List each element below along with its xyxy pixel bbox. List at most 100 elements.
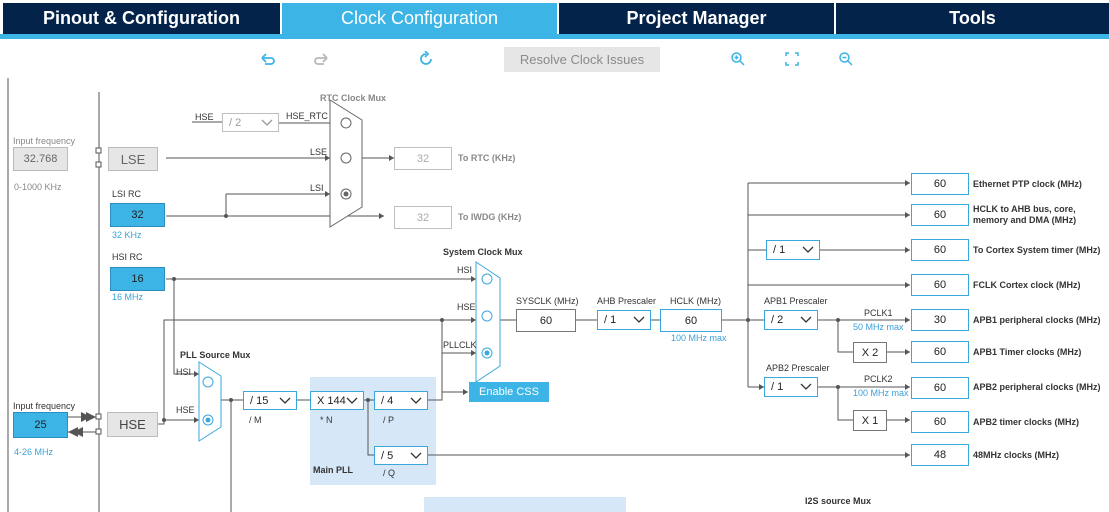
hclk-max-label: 100 MHz max (671, 333, 727, 343)
apb2-timer-clocks-label: APB2 timer clocks (MHz) (973, 417, 1080, 427)
cortex-divider-value: / 1 (773, 244, 786, 256)
apb2-peripheral-clocks-value[interactable]: 60 (911, 377, 969, 399)
hclk-ahb-label-line2: memory and DMA (MHz) (973, 215, 1077, 225)
apb1-prescaler-select[interactable]: / 2 (764, 310, 818, 330)
iwdg-output-label: To IWDG (KHz) (458, 212, 522, 222)
pll-m-divider-select[interactable]: / 15 (243, 391, 297, 410)
pll-p-label: / P (383, 415, 395, 425)
tab-pinout-configuration[interactable]: Pinout & Configuration (3, 3, 280, 34)
pclk2-label: PCLK2 (864, 374, 893, 384)
lsi-rc-value: 32 (110, 203, 165, 227)
apb1-prescaler-label: APB1 Prescaler (764, 296, 828, 306)
hclk-value[interactable]: 60 (660, 309, 722, 332)
chevron-down-icon (802, 246, 814, 253)
sysmux-hsi-label: HSI (457, 265, 473, 275)
pll-q-divider-select[interactable]: / 5 (374, 446, 428, 465)
apb2-timer-clocks-value[interactable]: 60 (911, 411, 969, 433)
resolve-clock-issues-button[interactable]: Resolve Clock Issues (504, 47, 660, 72)
48mhz-clocks-value[interactable]: 48 (911, 444, 969, 466)
fit-to-screen-icon[interactable] (782, 49, 802, 69)
apb1-timer-multiplier: X 2 (853, 342, 887, 363)
tab-clock-configuration[interactable]: Clock Configuration (282, 3, 557, 34)
sysclk-value[interactable]: 60 (516, 309, 576, 332)
rtc-hse-divider-value: / 2 (229, 116, 242, 129)
main-pll-title: Main PLL (313, 465, 353, 475)
rtc-hse-rtc-label: HSE_RTC (286, 111, 328, 121)
chevron-down-icon (800, 316, 812, 323)
ahb-prescaler-value: / 1 (604, 314, 617, 326)
apb2-prescaler-label: APB2 Prescaler (766, 363, 830, 373)
enable-css-button[interactable]: Enable CSS (469, 382, 549, 402)
undo-icon[interactable] (258, 49, 278, 69)
pll-n-value: X 144 (317, 394, 346, 407)
lse-frequency-range: 0-1000 KHz (14, 182, 62, 192)
zoom-out-icon[interactable] (836, 49, 856, 69)
rtc-clock-mux-title: RTC Clock Mux (320, 93, 387, 103)
chevron-down-icon (279, 397, 291, 404)
apb2-prescaler-value: / 1 (771, 381, 784, 393)
pllmux-hse-label: HSE (176, 405, 195, 415)
chevron-down-icon (410, 397, 422, 404)
hsi-rc-unit: 16 MHz (112, 292, 144, 302)
hclk-ahb-value[interactable]: 60 (911, 204, 969, 226)
ethernet-ptp-clock-value[interactable]: 60 (911, 173, 969, 195)
partial-config-block (424, 497, 626, 512)
lse-input-frequency-title: Input frequency (13, 136, 76, 146)
pll-q-label: / Q (383, 468, 396, 478)
zoom-in-icon[interactable] (728, 49, 748, 69)
apb1-timer-clocks-label: APB1 Timer clocks (MHz) (973, 347, 1082, 357)
hse-input-frequency-field[interactable]: 25 (13, 412, 68, 438)
sysmux-pllclk-label: PLLCLK (443, 340, 477, 350)
ethernet-ptp-clock-label: Ethernet PTP clock (MHz) (973, 179, 1082, 189)
ahb-prescaler-select[interactable]: / 1 (597, 310, 651, 330)
sysmux-hse-label: HSE (457, 302, 476, 312)
system-clock-mux-title: System Clock Mux (443, 247, 523, 257)
apb2-prescaler-select[interactable]: / 1 (764, 377, 818, 397)
pclk1-label: PCLK1 (864, 308, 893, 318)
pllmux-hsi-label: HSI (176, 367, 192, 377)
hclk-label: HCLK (MHz) (670, 296, 721, 306)
sysclk-label: SYSCLK (MHz) (516, 296, 579, 306)
cortex-system-timer-value[interactable]: 60 (911, 239, 969, 261)
rtc-output-label: To RTC (KHz) (458, 153, 516, 163)
pll-n-multiplier-select[interactable]: X 144 (310, 391, 364, 410)
tab-tools[interactable]: Tools (836, 3, 1109, 34)
lsi-rc-title: LSI RC (112, 189, 142, 199)
hsi-rc-title: HSI RC (112, 252, 143, 262)
pll-n-label: * N (320, 415, 333, 425)
rtc-lse-label: LSE (310, 147, 328, 157)
pll-p-divider-select[interactable]: / 4 (374, 391, 428, 410)
lse-input-frequency-field[interactable]: 32.768 (13, 147, 68, 171)
refresh-icon[interactable] (416, 49, 436, 69)
hse-frequency-range: 4-26 MHz (14, 447, 54, 457)
pclk2-max-label: 100 MHz max (853, 388, 909, 398)
cortex-timer-divider-select[interactable]: / 1 (766, 240, 820, 260)
pll-source-mux-title: PLL Source Mux (180, 350, 251, 360)
pll-q-value: / 5 (381, 449, 394, 462)
apb1-peripheral-clocks-value[interactable]: 30 (911, 309, 969, 331)
apb1-prescaler-value: / 2 (771, 314, 784, 326)
fclk-cortex-value[interactable]: 60 (911, 274, 969, 296)
hse-source-block: HSE (107, 412, 158, 437)
ahb-prescaler-label: AHB Prescaler (597, 296, 657, 306)
tab-project-manager[interactable]: Project Manager (559, 3, 834, 34)
hsi-rc-value: 16 (110, 267, 165, 291)
hse-input-frequency-title: Input frequency (13, 401, 76, 411)
chevron-down-icon (633, 316, 645, 323)
lsi-rc-unit: 32 KHz (112, 230, 142, 240)
redo-icon[interactable] (311, 49, 331, 69)
apb2-peripheral-clocks-label: APB2 peripheral clocks (MHz) (973, 382, 1101, 392)
apb1-timer-clocks-value[interactable]: 60 (911, 341, 969, 363)
rtc-output-value: 32 (394, 147, 452, 170)
apb1-peripheral-clocks-label: APB1 peripheral clocks (MHz) (973, 315, 1101, 325)
cortex-system-timer-label: To Cortex System timer (MHz) (973, 245, 1101, 255)
pclk1-max-label: 50 MHz max (853, 322, 904, 332)
pll-m-label: / M (249, 415, 262, 425)
chevron-down-icon (261, 119, 273, 126)
fclk-cortex-label: FCLK Cortex clock (MHz) (973, 280, 1081, 290)
chevron-down-icon (800, 383, 812, 390)
rtc-lsi-label: LSI (310, 183, 324, 193)
rtc-hse-divider-select[interactable]: / 2 (222, 113, 279, 132)
lse-source-block: LSE (108, 147, 158, 171)
